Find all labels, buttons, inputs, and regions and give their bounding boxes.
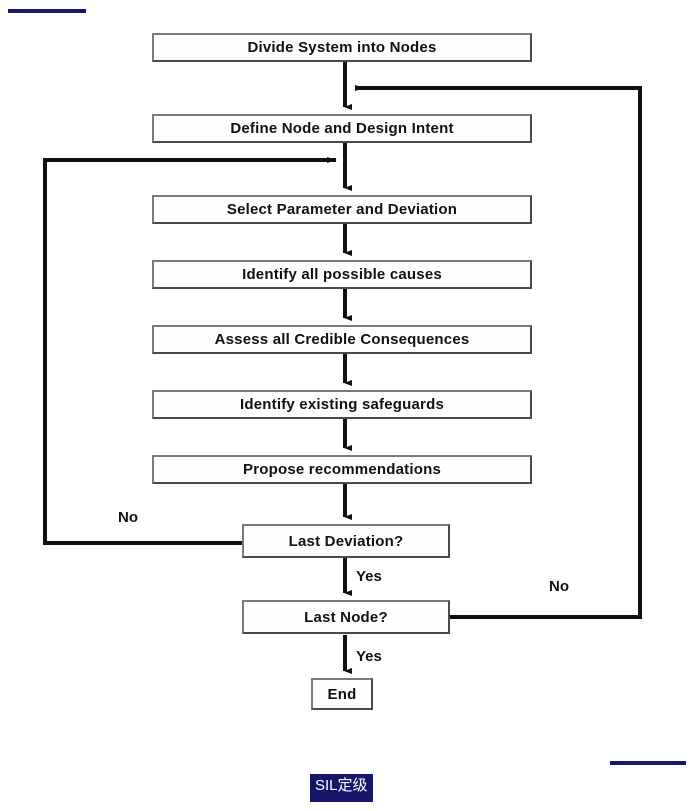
edge-label-yes-last-node: Yes <box>356 648 382 665</box>
node-label: End <box>327 685 357 703</box>
node-label: Select Parameter and Deviation <box>226 201 458 218</box>
node-last-node-decision[interactable]: Last Node? <box>242 600 450 634</box>
selected-text-sil-rating[interactable]: SIL定级 <box>310 774 373 802</box>
node-label: Last Deviation? <box>288 532 404 550</box>
node-last-deviation-decision[interactable]: Last Deviation? <box>242 524 450 558</box>
edge-label-yes-last-deviation: Yes <box>356 568 382 585</box>
node-label: Define Node and Design Intent <box>230 120 454 137</box>
edge-label-no-last-node: No <box>549 578 569 595</box>
node-label: Divide System into Nodes <box>247 39 437 56</box>
node-identify-existing-safeguards[interactable]: Identify existing safeguards <box>152 390 532 419</box>
node-select-parameter-and-deviation[interactable]: Select Parameter and Deviation <box>152 195 532 224</box>
node-label: Propose recommendations <box>243 461 441 478</box>
node-assess-all-credible-consequences[interactable]: Assess all Credible Consequences <box>152 325 532 354</box>
edge-label-no-last-deviation: No <box>118 509 138 526</box>
node-end[interactable]: End <box>311 678 373 710</box>
node-define-node-and-design-intent[interactable]: Define Node and Design Intent <box>152 114 532 143</box>
node-label: Last Node? <box>304 608 388 626</box>
bottom-right-rule <box>610 761 686 765</box>
node-label: Identify existing safeguards <box>240 396 444 413</box>
top-left-rule <box>8 9 86 13</box>
node-propose-recommendations[interactable]: Propose recommendations <box>152 455 532 484</box>
node-label: Assess all Credible Consequences <box>214 331 470 348</box>
node-label: Identify all possible causes <box>242 266 442 283</box>
node-divide-system-into-nodes[interactable]: Divide System into Nodes <box>152 33 532 62</box>
node-identify-all-possible-causes[interactable]: Identify all possible causes <box>152 260 532 289</box>
